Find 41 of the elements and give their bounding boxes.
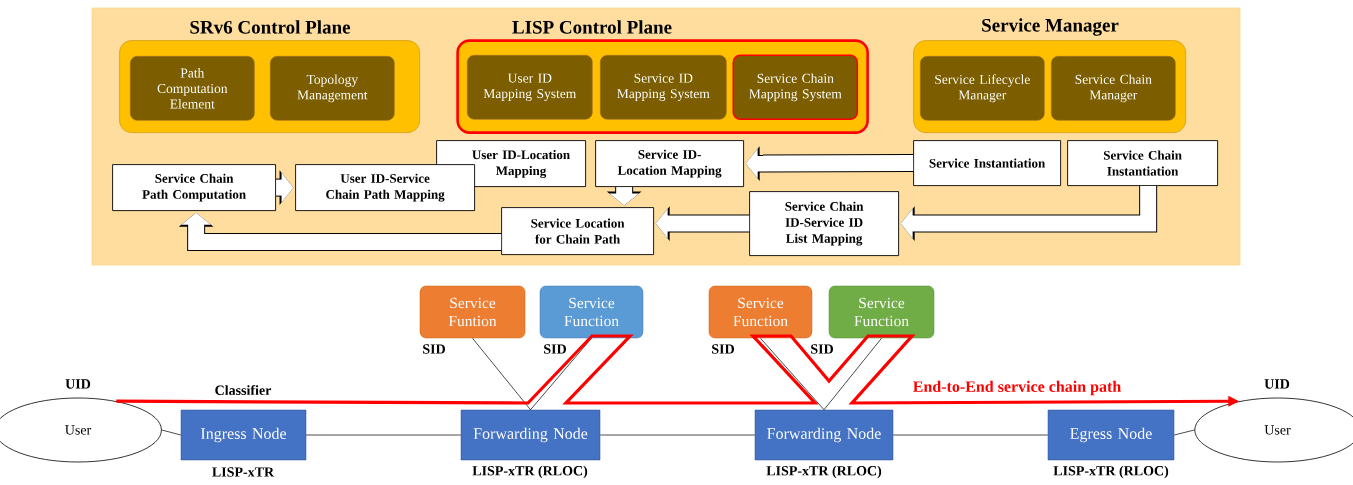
module-box: Service Lifecycle Manager: [920, 56, 1045, 121]
node-caption: SID: [811, 344, 833, 354]
node-label: SRv6 Control Plane: [190, 20, 351, 34]
connector-line: [1173, 429, 1195, 436]
node-caption: LISP-xTR (RLOC): [472, 465, 588, 479]
module-box: Path Computation Element: [130, 56, 255, 121]
function-box: Service Instantiation: [913, 140, 1062, 187]
connector-line: [823, 337, 882, 411]
service-function-box: Service Function: [828, 285, 935, 339]
function-box: Service Chain ID-Service ID List Mapping: [749, 191, 900, 257]
service-function-box: Service Function: [539, 285, 644, 339]
network-node-box: Ingress Node: [180, 409, 307, 461]
node-label: Service Manager: [982, 18, 1119, 36]
module-box: Topology Management: [270, 56, 395, 121]
service-function-box: Service Function: [708, 285, 813, 339]
node-caption: UID: [1264, 379, 1290, 389]
node-label: LISP Control Plane: [512, 20, 672, 34]
connector-line: [305, 434, 462, 436]
node-caption: LISP-xTR (RLOC): [1053, 465, 1169, 479]
node-caption: SID: [712, 344, 734, 354]
node-caption: SID: [423, 344, 445, 354]
highlighted-module-box: Service Chain Mapping System: [732, 54, 859, 121]
node-caption: Classifier: [215, 385, 272, 395]
network-node-box: Egress Node: [1047, 409, 1175, 461]
connector-line: [599, 434, 756, 436]
node-caption: SID: [544, 344, 566, 354]
connector-line: [760, 337, 825, 411]
connector-line: [472, 337, 531, 411]
service-function-box: Service Funtion: [419, 285, 526, 339]
module-box: Service Chain Manager: [1051, 56, 1176, 121]
network-node-box: Forwarding Node: [754, 409, 894, 461]
connector-line: [161, 429, 182, 436]
connector-line: [892, 434, 1049, 436]
module-box: Service ID Mapping System: [600, 55, 727, 120]
network-node-box: Forwarding Node: [460, 409, 601, 461]
node-caption: UID: [65, 379, 91, 389]
node-caption: LISP-xTR: [212, 467, 275, 477]
module-box: User ID Mapping System: [467, 55, 593, 120]
edge-label: End-to-End service chain path: [911, 379, 1123, 397]
function-box: Service Chain Instantiation: [1067, 140, 1219, 187]
node-caption: LISP-xTR (RLOC): [766, 465, 882, 479]
